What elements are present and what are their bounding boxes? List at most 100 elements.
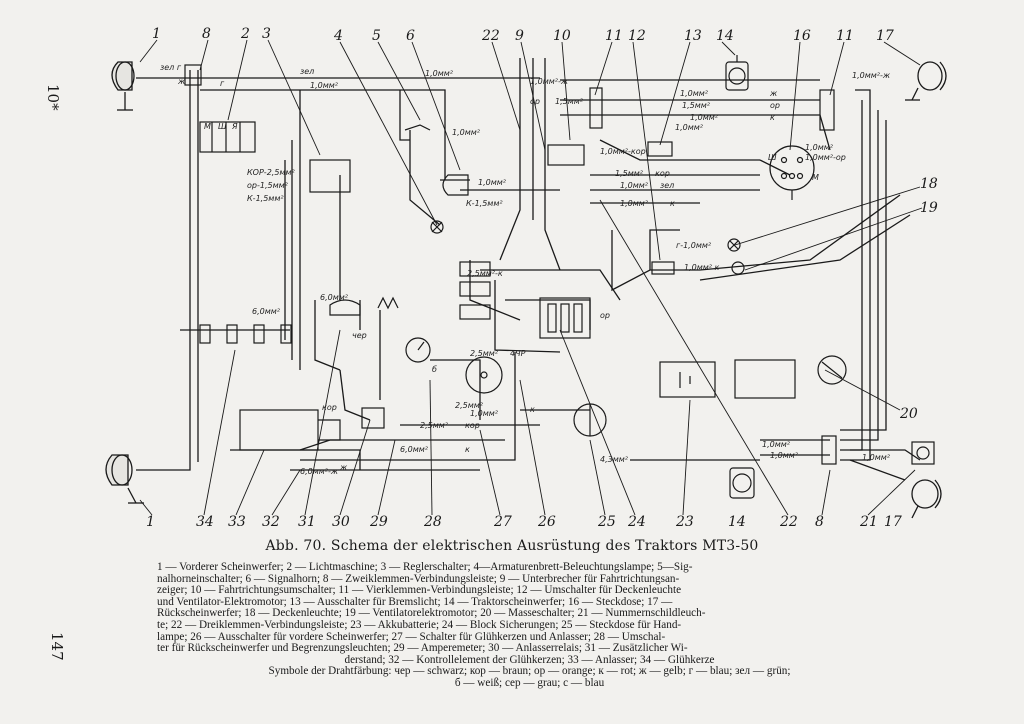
horn-switch — [404, 124, 431, 131]
wire-label: 1,5мм² — [555, 97, 584, 106]
callout-label: 30 — [332, 514, 350, 530]
callout-label: 16 — [793, 28, 811, 44]
wire-label: 1,0мм²-ор — [805, 153, 846, 162]
dome-light — [727, 238, 741, 252]
wire-label: 2,5мм² — [470, 349, 499, 358]
wire-label: г-1,0мм² — [676, 241, 712, 250]
wire-label: 1,5мм² — [615, 169, 644, 178]
callout-label: 24 — [627, 514, 646, 530]
callout-label: 11 — [605, 28, 623, 44]
callout-label: 9 — [515, 28, 524, 44]
wire-label: ж — [769, 89, 778, 98]
legend-line: und Ventilator-Elektromotor; 13 — Aussch… — [157, 595, 673, 608]
wire-label: ор — [530, 97, 540, 106]
components — [184, 55, 935, 499]
wire-label: 1,0мм² — [620, 181, 649, 190]
wire-label: ор — [600, 311, 610, 320]
battery — [734, 359, 796, 399]
wire-label: 2,5мм²-к — [467, 269, 503, 278]
callout-label: 14 — [716, 28, 734, 44]
wire-label: КОР-2,5мм² — [247, 168, 295, 177]
wire-label: Я — [231, 122, 238, 131]
wire-label: чер — [352, 331, 367, 340]
dashboard-lamp — [430, 220, 444, 234]
callout-label: 1 — [146, 514, 155, 530]
wire-label: М — [204, 122, 211, 131]
additional-resistor — [377, 296, 399, 310]
wire-label: 1,0мм²-ж — [530, 77, 569, 86]
callout-label: 25 — [597, 514, 616, 530]
rear-light-switch — [465, 356, 503, 394]
callout-label: 4 — [333, 28, 343, 44]
wire-label: Ш — [768, 153, 777, 162]
wire-label: кор — [322, 403, 337, 412]
wire-label: 6,0мм² — [400, 445, 429, 454]
regulator — [309, 159, 351, 193]
direction-switch — [547, 144, 585, 166]
wire-label: 1,5мм² — [682, 101, 711, 110]
callout-label: 10 — [553, 28, 571, 44]
wire-label: 1,0мм² — [478, 178, 507, 187]
wire-color-legend: Symbole der Drahtfärbung: чер — schwarz;… — [268, 665, 791, 678]
wire-label: к — [465, 445, 470, 454]
wire-label: ж — [339, 463, 348, 472]
wire-label: к — [530, 405, 535, 414]
callout-label: 13 — [684, 28, 702, 44]
fan-motor — [731, 261, 745, 275]
wire-label: 1,0мм² — [310, 81, 339, 90]
page-number: 147 — [48, 632, 66, 661]
wiring-diagram: 1 8 2 3 4 5 6 22 9 10 11 12 13 14 16 11 … — [105, 26, 947, 530]
callout-label: 17 — [876, 28, 894, 44]
wire-label: 1,0мм² — [690, 113, 719, 122]
wire-label: 1,0мм² — [680, 89, 709, 98]
tractor-headlight-bottom — [729, 467, 755, 499]
callout-label: 28 — [423, 514, 442, 530]
legend-line: 1 — Vorderer Scheinwerfer; 2 — Lichtmasc… — [157, 561, 693, 573]
callout-label: 22 — [779, 514, 798, 530]
legend-line: lampe; 26 — Ausschalter für vordere Sche… — [157, 630, 666, 643]
wire-label: 1,0мм² — [862, 453, 891, 462]
callouts-right: 18 19 20 — [899, 176, 938, 422]
dome-fan-switch — [651, 261, 675, 275]
wire-label: 4,3мм² — [600, 455, 629, 464]
wire-label: Ш — [218, 122, 227, 131]
wire-label: 1,0мм² — [425, 69, 454, 78]
callout-label: 18 — [920, 176, 938, 192]
callout-label: 20 — [899, 406, 918, 422]
wire-label: зел — [300, 67, 314, 76]
callout-label: 23 — [675, 514, 694, 530]
figure-caption-title: Abb. 70. Schema der elektrischen Ausrüst… — [265, 538, 759, 554]
socket — [769, 145, 815, 200]
wire-label: М — [812, 173, 819, 182]
three-terminal-block — [459, 304, 491, 320]
wire-label: кор — [465, 421, 480, 430]
wire-label: 1,0мм² — [805, 143, 834, 152]
tractor-headlight-top — [725, 55, 749, 91]
signal-horn — [442, 174, 469, 196]
wire-label: ор-1,5мм² — [247, 181, 289, 190]
callout-label: 33 — [228, 514, 246, 530]
generator — [199, 121, 256, 153]
wire-label: б — [432, 365, 437, 374]
legend-line: derstand; 32 — Kontrollelement der Glühk… — [344, 653, 715, 666]
wire-label: 1,0мм²-ж — [852, 71, 891, 80]
callout-label: 26 — [537, 514, 556, 530]
wire-label: зел — [660, 181, 674, 190]
callout-label: 19 — [920, 200, 938, 216]
legend-line: zeiger; 10 — Fahrtrichtungsumschalter; 1… — [157, 584, 682, 597]
callout-label: 11 — [836, 28, 854, 44]
wire-label: зел г — [160, 63, 182, 72]
callout-label: 12 — [628, 28, 646, 44]
wire-label: 1,0мм² — [620, 199, 649, 208]
legend-line: Rückscheinwerfer; 18 — Deckenleuchte; 19… — [157, 607, 706, 620]
glow-plugs — [199, 324, 292, 344]
rear-lamp-right-top — [905, 61, 947, 101]
wire-label: 6,0мм² — [320, 293, 349, 302]
fuse-block — [539, 297, 591, 339]
callout-label: 2 — [240, 26, 250, 42]
wire-label: ор — [770, 101, 780, 110]
glow-plug-indicator — [329, 299, 361, 316]
callouts-bottom: 1 34 33 32 31 30 29 28 27 26 25 24 23 14… — [146, 514, 902, 530]
brake-light-switch — [647, 141, 673, 157]
callout-label: 1 — [152, 26, 161, 42]
